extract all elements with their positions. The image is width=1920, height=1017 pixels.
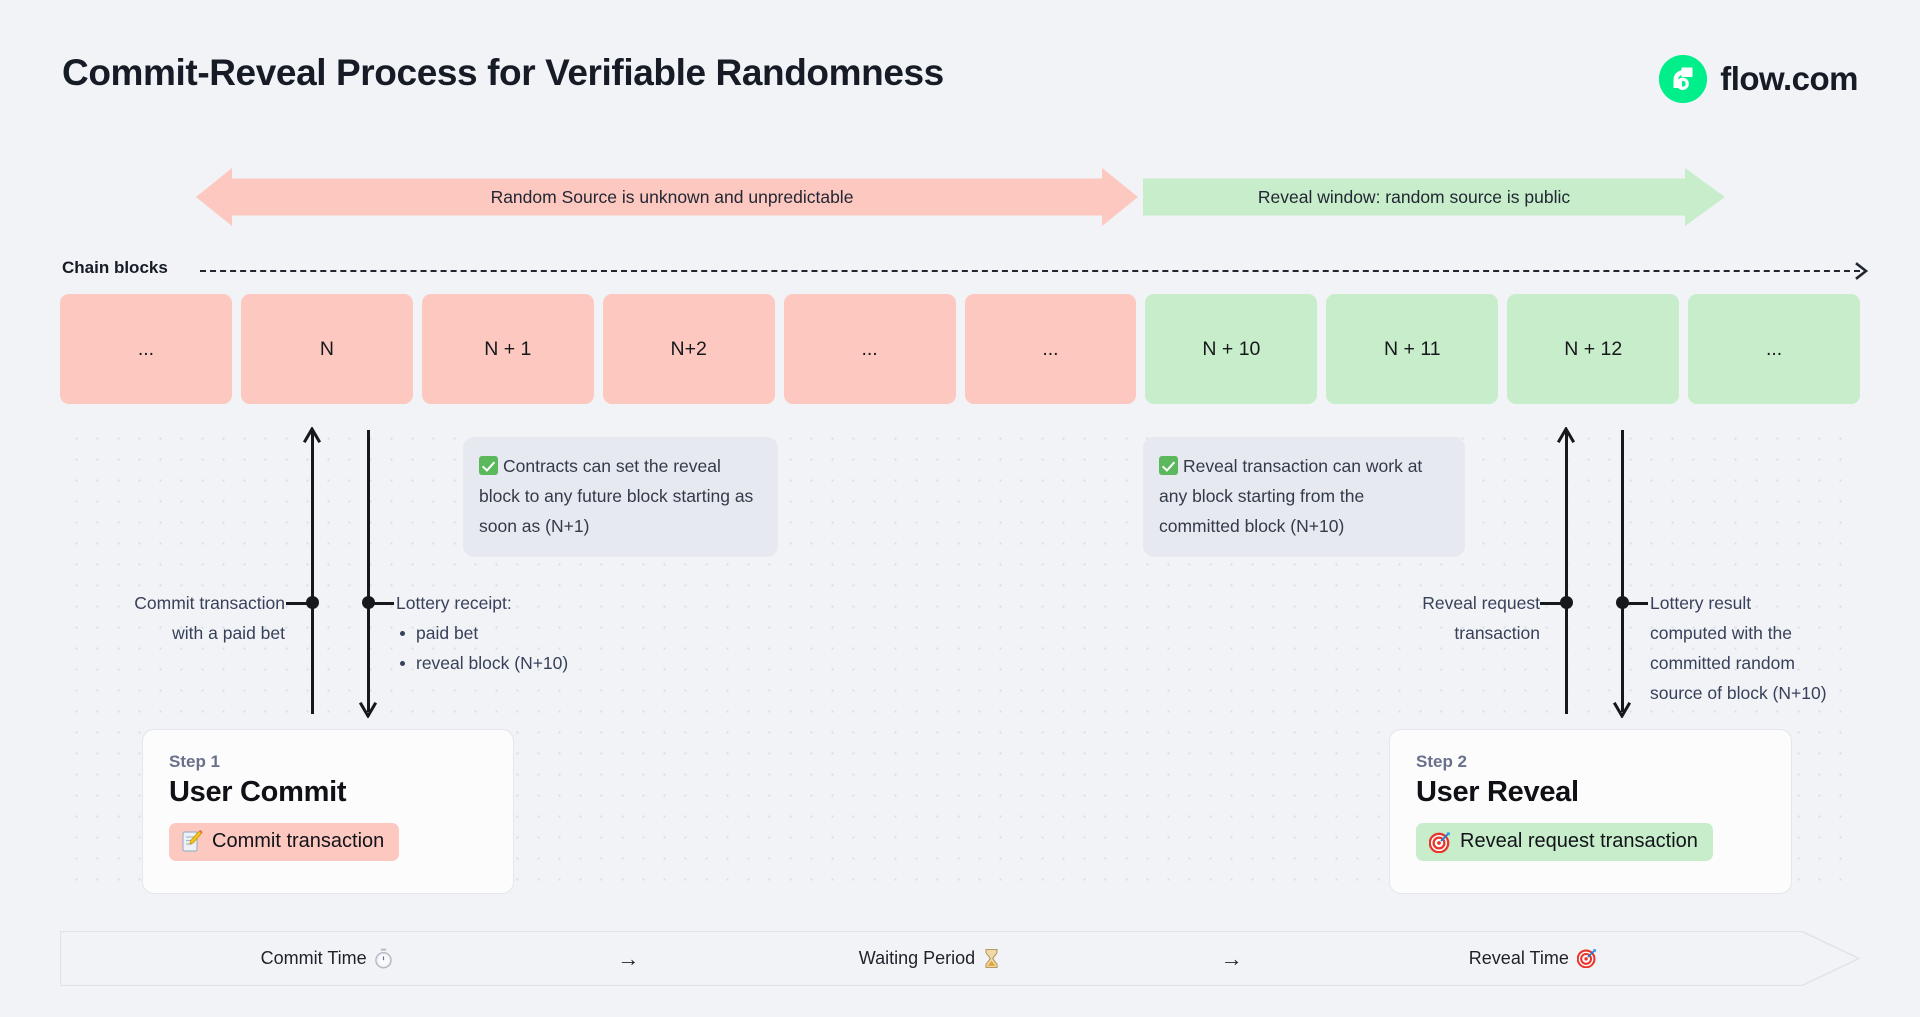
- lottery-receipt-title: Lottery receipt:: [396, 593, 512, 613]
- page-title: Commit-Reveal Process for Verifiable Ran…: [62, 52, 944, 93]
- lottery-receipt-line: [366, 430, 370, 712]
- lottery-result-line4: source of block (N+10): [1650, 683, 1827, 703]
- lottery-result-label: Lottery result computed with the committ…: [1650, 588, 1890, 708]
- chain-block[interactable]: ...: [60, 294, 232, 404]
- lottery-result-line2: computed with the: [1650, 623, 1793, 643]
- lottery-receipt-connector: [368, 602, 394, 605]
- bottom-timeline: Commit Time → Waiting Period: [60, 931, 1860, 986]
- chain-block[interactable]: ...: [964, 294, 1137, 404]
- chain-block[interactable]: ...: [1688, 294, 1861, 404]
- step-card-user-reveal[interactable]: Step 2 User Reveal Reveal request transa…: [1389, 729, 1792, 894]
- lottery-receipt-bullets: paid bet reveal block (N+10): [396, 618, 686, 678]
- annotation-commit-note-text: Contracts can set the reveal block to an…: [479, 456, 754, 536]
- stopwatch-icon: [374, 948, 393, 969]
- lottery-result-connector: [1622, 602, 1648, 605]
- step-2-title: User Reveal: [1416, 776, 1579, 808]
- lottery-receipt-label: Lottery receipt: paid bet reveal block (…: [396, 588, 686, 678]
- timeline-cell-reveal-time: Reveal Time: [1267, 948, 1800, 970]
- chain-block[interactable]: N + 1: [421, 294, 594, 404]
- reveal-request-transaction-pill-label: Reveal request transaction: [1460, 830, 1698, 852]
- list-item: paid bet: [396, 618, 686, 648]
- chain-block[interactable]: N + 12: [1507, 294, 1680, 404]
- phase-band-reveal: Reveal window: random source is public: [1143, 168, 1725, 226]
- commit-transaction-pill[interactable]: Commit transaction: [169, 823, 400, 861]
- dotted-arrow-right-icon: [1855, 262, 1869, 280]
- timeline-cell-waiting-period: Waiting Period: [663, 948, 1196, 969]
- check-mark-icon: [1159, 456, 1178, 475]
- chain-block[interactable]: N + 10: [1145, 294, 1318, 404]
- reveal-request-line2: transaction: [1454, 623, 1540, 643]
- timeline-cell-reveal-time-label: Reveal Time: [1468, 948, 1569, 968]
- dart-target-icon: [1576, 948, 1598, 970]
- memo-pencil-icon: [182, 830, 203, 853]
- timeline-items: Commit Time → Waiting Period: [60, 931, 1860, 986]
- lottery-result-line3: committed random: [1650, 653, 1795, 673]
- phase-band-unknown: Random Source is unknown and unpredictab…: [196, 168, 1138, 226]
- arrow-up-icon: [302, 426, 322, 444]
- timeline-arrow-shape: [60, 931, 1860, 986]
- annotation-reveal-note-text: Reveal transaction can work at any block…: [1159, 456, 1423, 536]
- annotation-commit-note: Contracts can set the reveal block to an…: [463, 437, 778, 557]
- check-mark-icon: [479, 456, 498, 475]
- commit-transaction-line2: with a paid bet: [172, 623, 285, 643]
- brand-name: flow.com: [1720, 60, 1858, 97]
- list-item: reveal block (N+10): [396, 648, 686, 678]
- reveal-request-line1: Reveal request: [1422, 593, 1540, 613]
- commit-transaction-line1: Commit transaction: [134, 593, 285, 613]
- lottery-result-line1: Lottery result: [1650, 593, 1752, 613]
- chain-block[interactable]: N + 11: [1326, 294, 1499, 404]
- chain-timeline-dotted-line: [200, 270, 1860, 272]
- arrow-right-icon: →: [1220, 945, 1243, 971]
- lottery-result-dot: [1615, 596, 1629, 609]
- flow-logo-icon: [1659, 55, 1708, 103]
- lottery-result-line: [1620, 430, 1624, 712]
- timeline-cell-waiting-period-label: Waiting Period: [858, 948, 976, 968]
- arrow-down-icon: [1612, 701, 1632, 719]
- phase-band-reveal-label: Reveal window: random source is public: [1257, 186, 1571, 207]
- reveal-request-dot: [1559, 596, 1573, 609]
- reveal-request-connector: [1540, 602, 1566, 605]
- arrow-right-icon: →: [617, 945, 640, 971]
- annotation-reveal-note: Reveal transaction can work at any block…: [1143, 437, 1465, 557]
- commit-event-connector: [286, 602, 312, 605]
- timeline-cell-commit-time: Commit Time: [60, 948, 593, 969]
- commit-event-line: [310, 432, 314, 714]
- arrow-down-icon: [358, 701, 378, 719]
- reveal-request-transaction-pill[interactable]: Reveal request transaction: [1416, 823, 1713, 861]
- commit-transaction-pill-label: Commit transaction: [212, 830, 385, 852]
- brand-logo: flow.com: [1659, 55, 1858, 103]
- lottery-receipt-dot: [361, 596, 375, 609]
- step-2-kicker: Step 2: [1416, 752, 1468, 771]
- chain-block[interactable]: N: [240, 294, 413, 404]
- step-1-title: User Commit: [169, 776, 347, 808]
- arrow-up-icon: [1556, 426, 1576, 444]
- step-1-kicker: Step 1: [169, 752, 221, 771]
- dart-target-icon: [1428, 831, 1451, 853]
- step-card-user-commit[interactable]: Step 1 User Commit Commit transaction: [142, 729, 514, 894]
- timeline-cell-commit-time-label: Commit Time: [260, 948, 367, 968]
- chain-block[interactable]: N+2: [602, 294, 775, 404]
- phase-band-unknown-label: Random Source is unknown and unpredictab…: [490, 186, 854, 207]
- reveal-request-line: [1564, 432, 1568, 714]
- commit-event-dot: [305, 596, 319, 609]
- chain-block[interactable]: ...: [783, 294, 956, 404]
- chain-blocks-label: Chain blocks: [62, 258, 168, 277]
- chain-blocks-row: ... N N + 1 N+2 ... ... N + 10 N + 11 N …: [60, 294, 1861, 404]
- hourglass-icon: [982, 948, 1001, 969]
- commit-transaction-label: Commit transaction with a paid bet: [60, 588, 285, 648]
- reveal-request-label: Reveal request transaction: [1330, 588, 1540, 648]
